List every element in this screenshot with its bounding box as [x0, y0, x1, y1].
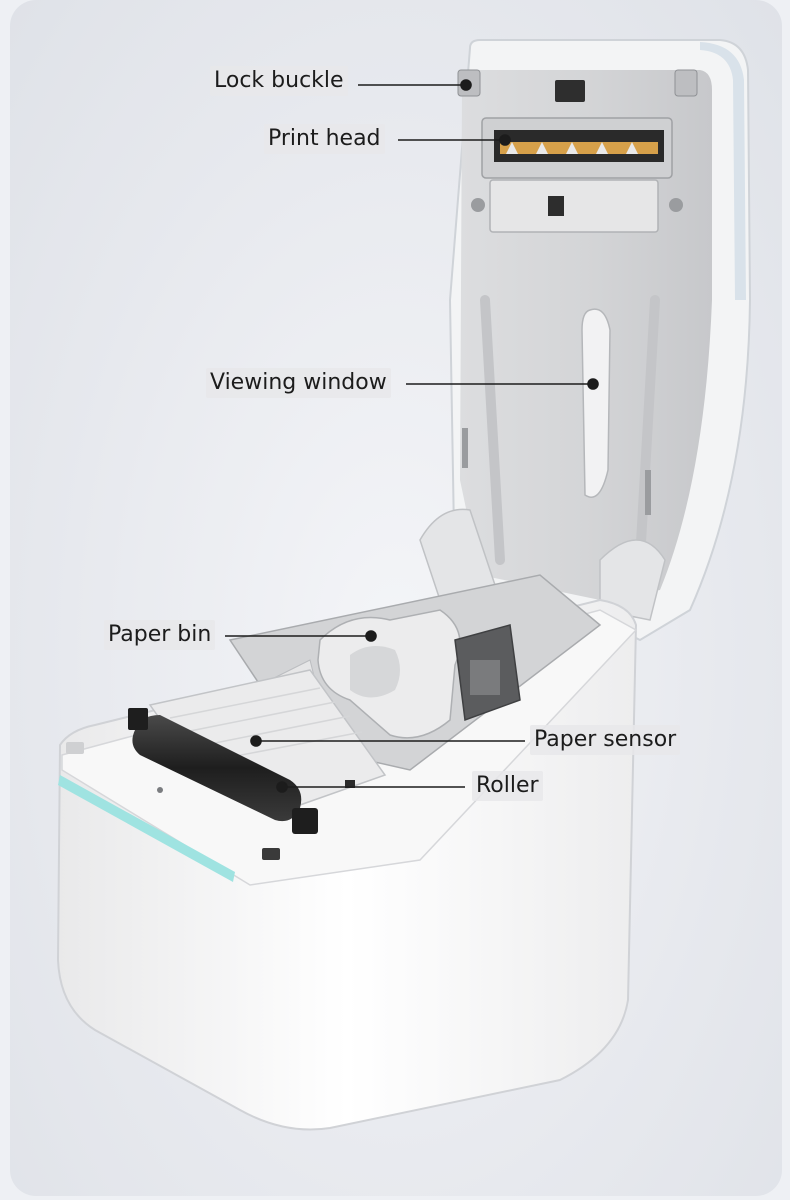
- paper-sensor-dot: [250, 735, 262, 747]
- printer-illustration: [56, 39, 752, 1131]
- callout-overlay: [225, 79, 599, 793]
- viewing-window-dot: [587, 378, 599, 390]
- roller-label: Roller: [472, 771, 543, 801]
- lock-buckle-dot: [460, 79, 472, 91]
- lock-buckle-label: Lock buckle: [210, 66, 348, 96]
- print-head-plate: [489, 179, 659, 233]
- lid-edge: [700, 42, 746, 300]
- hinge-left: [419, 508, 502, 601]
- paper-sensor-label: Paper sensor: [530, 725, 681, 755]
- hinge-right: [599, 539, 666, 621]
- print-head-label: Print head: [264, 124, 385, 154]
- accent-light-strip: [58, 775, 235, 882]
- viewing-window-slot: [581, 308, 611, 498]
- roller-dot: [276, 781, 288, 793]
- product-photo-frame: Lock buckle Print head Viewing window Pa…: [10, 0, 782, 1196]
- lock-buckle-right: [674, 69, 698, 97]
- print-head-dot: [499, 134, 511, 146]
- paper-bin-label: Paper bin: [104, 620, 216, 650]
- viewing-window-label: Viewing window: [206, 368, 391, 398]
- roller: [132, 715, 302, 822]
- paper-bin-dot: [365, 630, 377, 642]
